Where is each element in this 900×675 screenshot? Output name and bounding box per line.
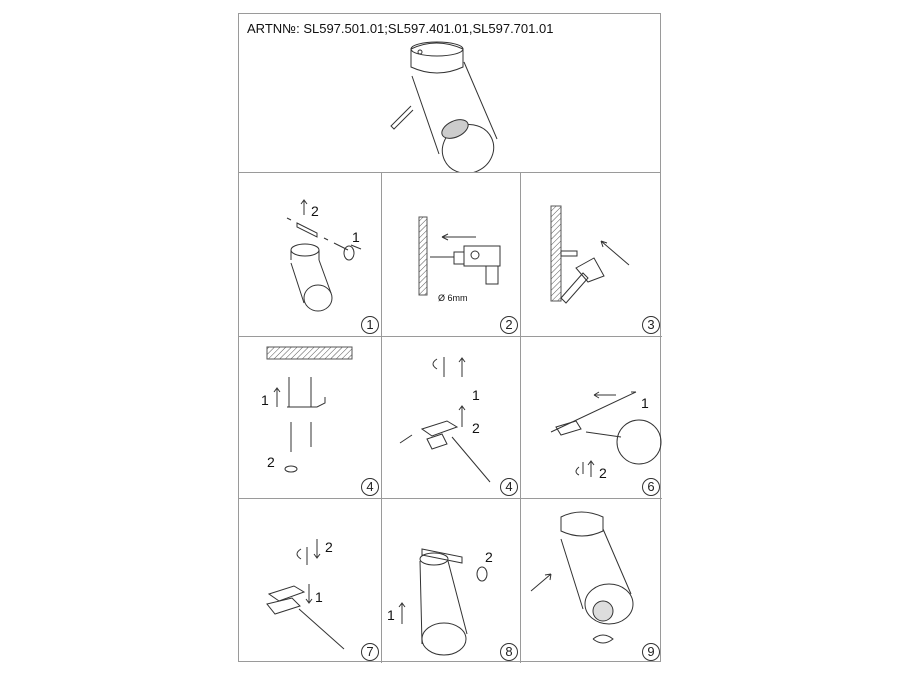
- instruction-sheet: ARTN№: SL597.501.01;SL597.401.01,SL597.7…: [238, 13, 662, 663]
- step-6-panel: 1 2 6: [521, 337, 662, 499]
- step-4a-panel: 1 2 4: [239, 337, 382, 499]
- mount-bracket-ceiling-illustration: [266, 346, 353, 473]
- step-9-panel: 9: [521, 499, 662, 663]
- step-number: 7: [361, 643, 379, 661]
- wiring-illustration: [550, 391, 662, 477]
- step-label: 1: [641, 395, 649, 411]
- product-overview-panel: ARTN№: SL597.501.01;SL597.401.01,SL597.7…: [239, 14, 660, 174]
- step-2-panel: Ø 6mm 2: [382, 173, 521, 337]
- step-label: 1: [261, 392, 269, 408]
- step-4b-panel: 1 2 4: [382, 337, 521, 499]
- step-label: 2: [267, 454, 275, 470]
- step-label: 2: [311, 203, 319, 219]
- insert-bulb-illustration: [530, 511, 634, 644]
- step-number: 4: [361, 478, 379, 496]
- step-label: 1: [387, 607, 395, 623]
- step-number: 8: [500, 643, 518, 661]
- step-label: 2: [485, 549, 493, 565]
- step-label: 1: [472, 387, 480, 403]
- step-number: 6: [642, 478, 660, 496]
- remove-bracket-illustration: [286, 199, 362, 312]
- step-number: 4: [500, 478, 518, 496]
- step-7-panel: 2 1 7: [239, 499, 382, 663]
- spotlight-illustration: [390, 41, 498, 174]
- step-number: 9: [642, 643, 660, 661]
- terminal-block-illustration: [399, 357, 491, 483]
- step-8-panel: 2 1 8: [382, 499, 521, 663]
- step-number: 3: [642, 316, 660, 334]
- drill-diameter-note: Ø 6mm: [438, 293, 468, 303]
- attach-lamp-illustration: [398, 548, 488, 656]
- reassemble-terminal-illustration: [266, 539, 345, 650]
- step-label: 2: [472, 420, 480, 436]
- hammer-anchor-illustration: [550, 205, 630, 304]
- step-number: 2: [500, 316, 518, 334]
- drill-wall-illustration: [418, 216, 501, 296]
- article-number-title: ARTN№: SL597.501.01;SL597.401.01,SL597.7…: [247, 21, 554, 36]
- step-1-panel: 2 1 1: [239, 173, 382, 337]
- step-label: 2: [325, 539, 333, 555]
- step-number: 1: [361, 316, 379, 334]
- step-label: 2: [599, 465, 607, 481]
- step-3-panel: 3: [521, 173, 662, 337]
- step-label: 1: [352, 229, 360, 245]
- step-label: 1: [315, 589, 323, 605]
